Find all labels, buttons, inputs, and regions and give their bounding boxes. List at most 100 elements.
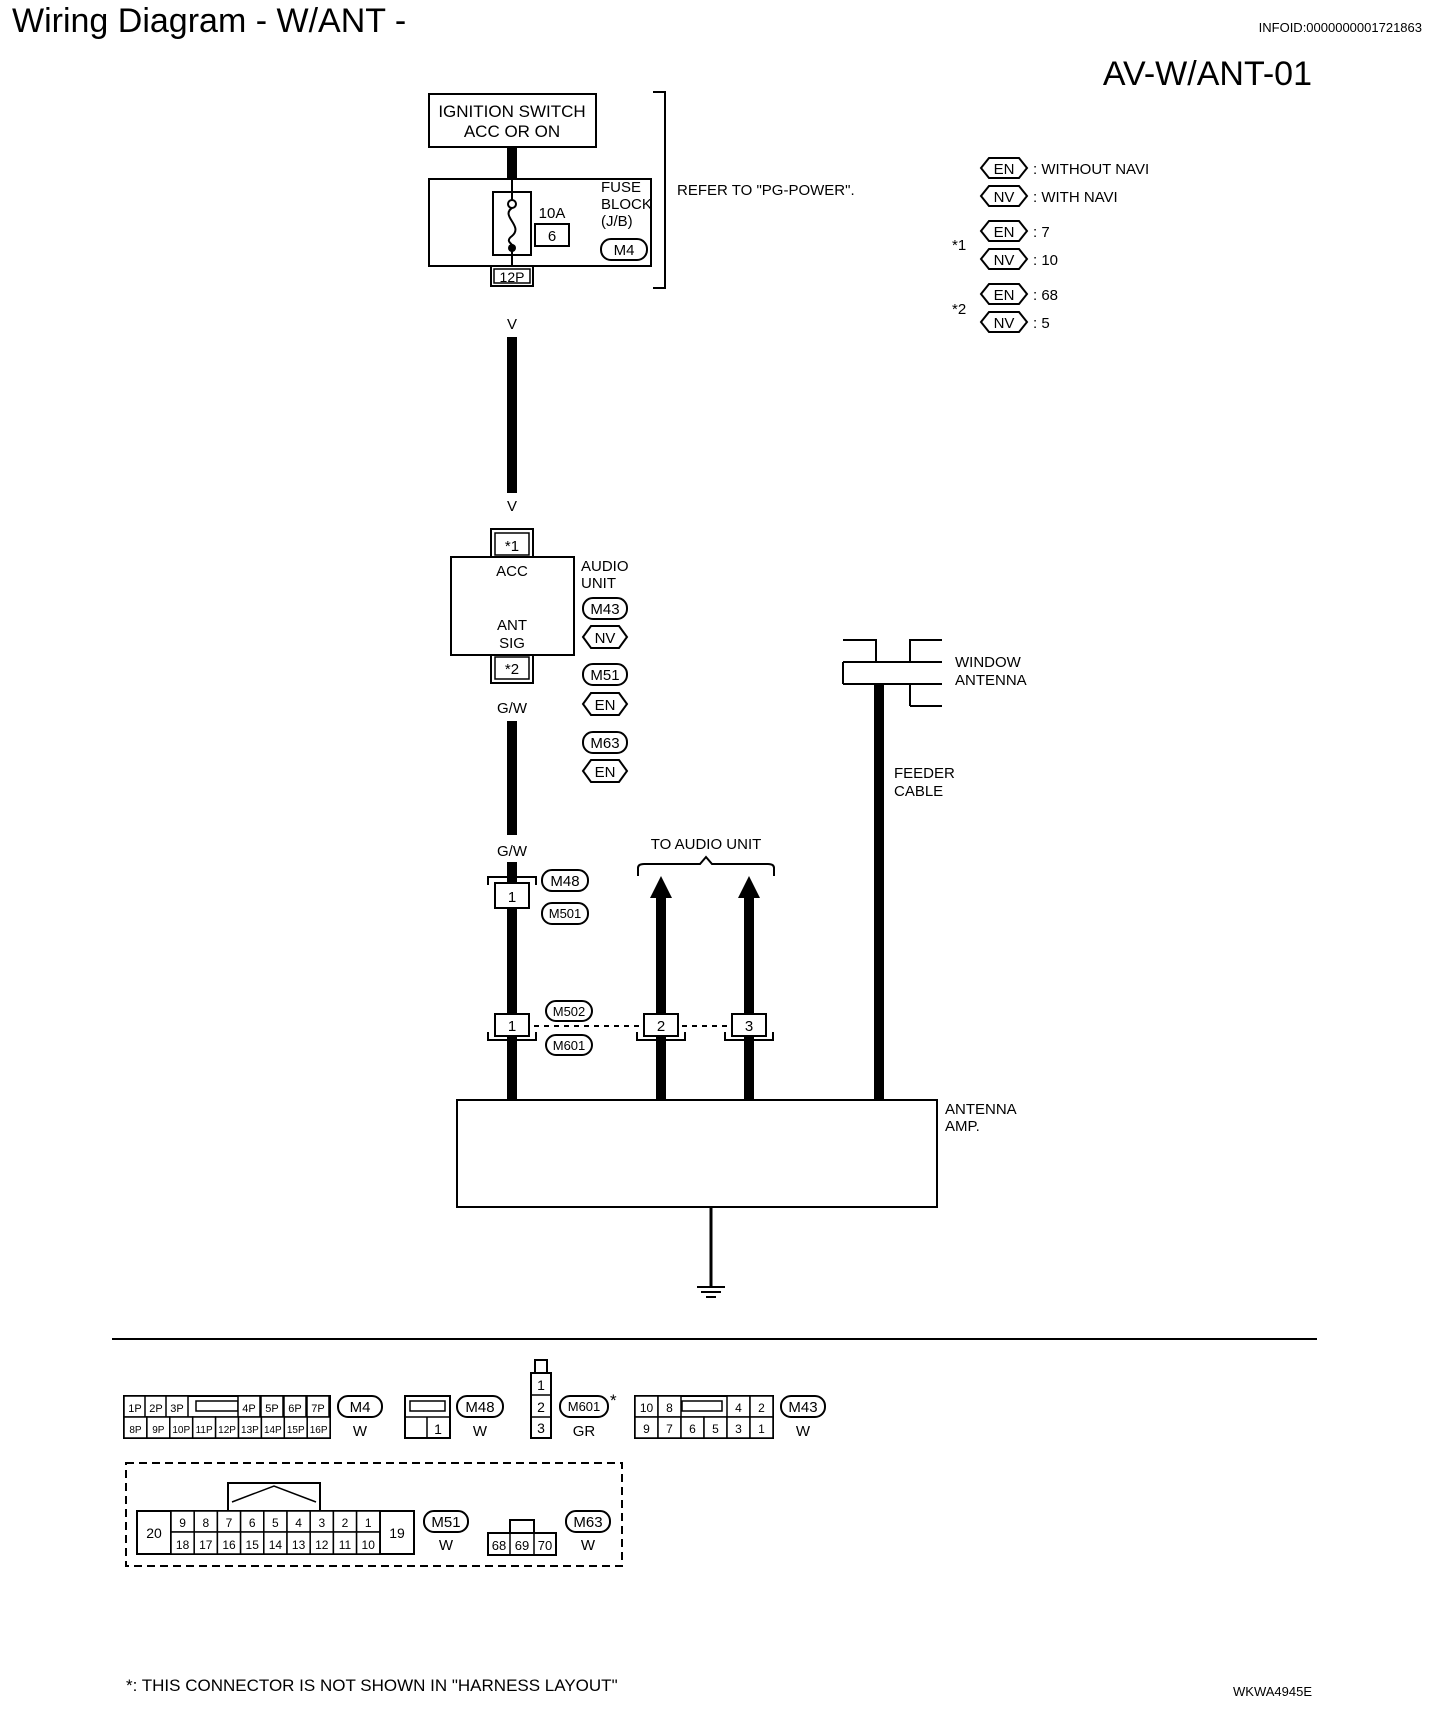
m4-pin: 15P [287, 1425, 305, 1436]
wire-color-v-bottom: V [507, 498, 517, 515]
m43-pin: 8 [666, 1401, 673, 1415]
fuse-label-1: FUSE [601, 179, 641, 196]
legend: EN : WITHOUT NAVI NV : WITH NAVI *1 EN :… [952, 157, 1149, 333]
svg-text:M601: M601 [553, 1038, 586, 1053]
svg-text:NV: NV [994, 315, 1015, 332]
m51-pin: 1 [365, 1516, 372, 1530]
connector-m601-star: * [610, 1391, 617, 1410]
m4-pin: 3P [170, 1403, 183, 1415]
to-audio-bracket [637, 855, 775, 876]
legend-with-navi: : WITH NAVI [1033, 189, 1118, 206]
svg-text:ACC: ACC [496, 563, 528, 580]
page-title: Wiring Diagram - W/ANT - [12, 2, 406, 40]
m51-pin: 12 [315, 1538, 329, 1552]
fuse-amperage: 10A [539, 205, 566, 222]
m4-pin: 5P [265, 1403, 278, 1415]
m51-pin: 16 [222, 1538, 236, 1552]
m4-pin: 6P [288, 1403, 301, 1415]
feeder-cable-label-1: FEEDER [894, 765, 955, 782]
m4-pin: 4P [242, 1403, 255, 1415]
antenna-amp-label-2: AMP. [945, 1118, 980, 1135]
m43-pin: 6 [689, 1422, 696, 1436]
m51-pin-cell [355, 1531, 381, 1555]
m4-pin: 1P [128, 1403, 141, 1415]
svg-text:3: 3 [537, 1420, 545, 1436]
svg-text:SIG: SIG [499, 635, 525, 652]
svg-text:M51: M51 [590, 667, 619, 684]
arrow-to-audio-2 [650, 876, 672, 898]
m43-pin: 1 [758, 1422, 765, 1436]
svg-text:NV: NV [595, 630, 616, 647]
m4-pin: 2P [149, 1403, 162, 1415]
connector-m48-color: W [473, 1423, 488, 1440]
antenna-amp-label-1: ANTENNA [945, 1101, 1017, 1118]
m43-pin: 2 [758, 1401, 765, 1415]
svg-text:M501: M501 [549, 906, 582, 921]
m51-pin: 3 [318, 1516, 325, 1530]
m51-pin: 17 [199, 1538, 213, 1552]
m4-pin-cell [306, 1416, 331, 1439]
m4-pin: 11P [196, 1425, 213, 1436]
svg-text:NV: NV [994, 189, 1015, 206]
m51-pin: 4 [295, 1516, 302, 1530]
svg-text:1: 1 [508, 889, 516, 906]
connector-m502-m601: 1 2 3 [487, 1013, 774, 1041]
connector-face-m63: 68 69 70 [487, 1519, 557, 1556]
legend-star1-en-value: : 7 [1033, 224, 1050, 241]
legend-star2-nv-value: : 5 [1033, 315, 1050, 332]
inline-connector-m48-m501: 1 [487, 862, 537, 1100]
svg-text:M4: M4 [614, 242, 635, 259]
m43-pin: 7 [666, 1422, 673, 1436]
svg-text:M63: M63 [590, 735, 619, 752]
svg-text:1: 1 [508, 1018, 516, 1035]
audio-connector-m43-tag: M43 [582, 597, 628, 620]
connector-m4-color: W [353, 1423, 368, 1440]
connector-m63-color: W [581, 1537, 596, 1554]
connector-m502-tag: M502 [545, 1000, 593, 1022]
legend-star1-nv-value: : 10 [1033, 252, 1058, 269]
ignition-switch: IGNITION SWITCH ACC OR ON [428, 93, 597, 148]
m4-pin: 16P [310, 1425, 328, 1436]
svg-text:EN: EN [595, 764, 616, 781]
svg-text:1: 1 [537, 1377, 545, 1393]
svg-text:70: 70 [538, 1538, 552, 1553]
connector-m43-color: W [796, 1423, 811, 1440]
info-id: INFOID:0000000001721863 [1259, 20, 1422, 35]
connector-m4-label: M4 [337, 1395, 383, 1418]
legend-star1: *1 [952, 237, 966, 254]
footer-note: *: THIS CONNECTOR IS NOT SHOWN IN "HARNE… [126, 1676, 618, 1695]
legend-star2-en-value: : 68 [1033, 287, 1058, 304]
legend-without-navi: : WITHOUT NAVI [1033, 161, 1149, 178]
svg-text:M43: M43 [590, 601, 619, 618]
wire-color-v-top: V [507, 316, 517, 333]
connector-m48-tag: M48 [541, 869, 589, 892]
svg-text:ACC OR ON: ACC OR ON [464, 122, 560, 141]
connector-m501-tag: M501 [541, 902, 589, 925]
to-audio-unit-label: TO AUDIO UNIT [651, 836, 762, 853]
svg-text:3: 3 [745, 1018, 753, 1035]
audio-unit: *1 ACC ANT SIG *2 [450, 528, 575, 684]
ground-symbol [697, 1207, 725, 1298]
svg-text:IGNITION SWITCH: IGNITION SWITCH [438, 102, 585, 121]
svg-text:EN: EN [595, 697, 616, 714]
connector-m51-label: M51 [423, 1510, 469, 1533]
svg-text:20: 20 [146, 1525, 162, 1541]
legend-star2: *2 [952, 301, 966, 318]
m4-pin: 13P [241, 1425, 259, 1436]
audio-pin-ant: *2 [505, 661, 519, 678]
wire-color-gw-bottom: G/W [497, 843, 528, 860]
legend-en-tag: EN [979, 157, 1029, 179]
svg-text:19: 19 [389, 1525, 405, 1541]
svg-text:1: 1 [434, 1421, 442, 1437]
svg-text:M4: M4 [350, 1399, 371, 1416]
refer-note: REFER TO "PG-POWER". [677, 182, 855, 199]
diagram-code: AV-W/ANT-01 [1103, 55, 1312, 93]
legend-nv-tag: NV [979, 185, 1029, 207]
m43-pin: 9 [643, 1422, 650, 1436]
fuse-label-2: BLOCK [601, 196, 652, 213]
legend-star1-en-tag: EN [979, 220, 1029, 242]
m51-pin: 10 [362, 1538, 376, 1552]
